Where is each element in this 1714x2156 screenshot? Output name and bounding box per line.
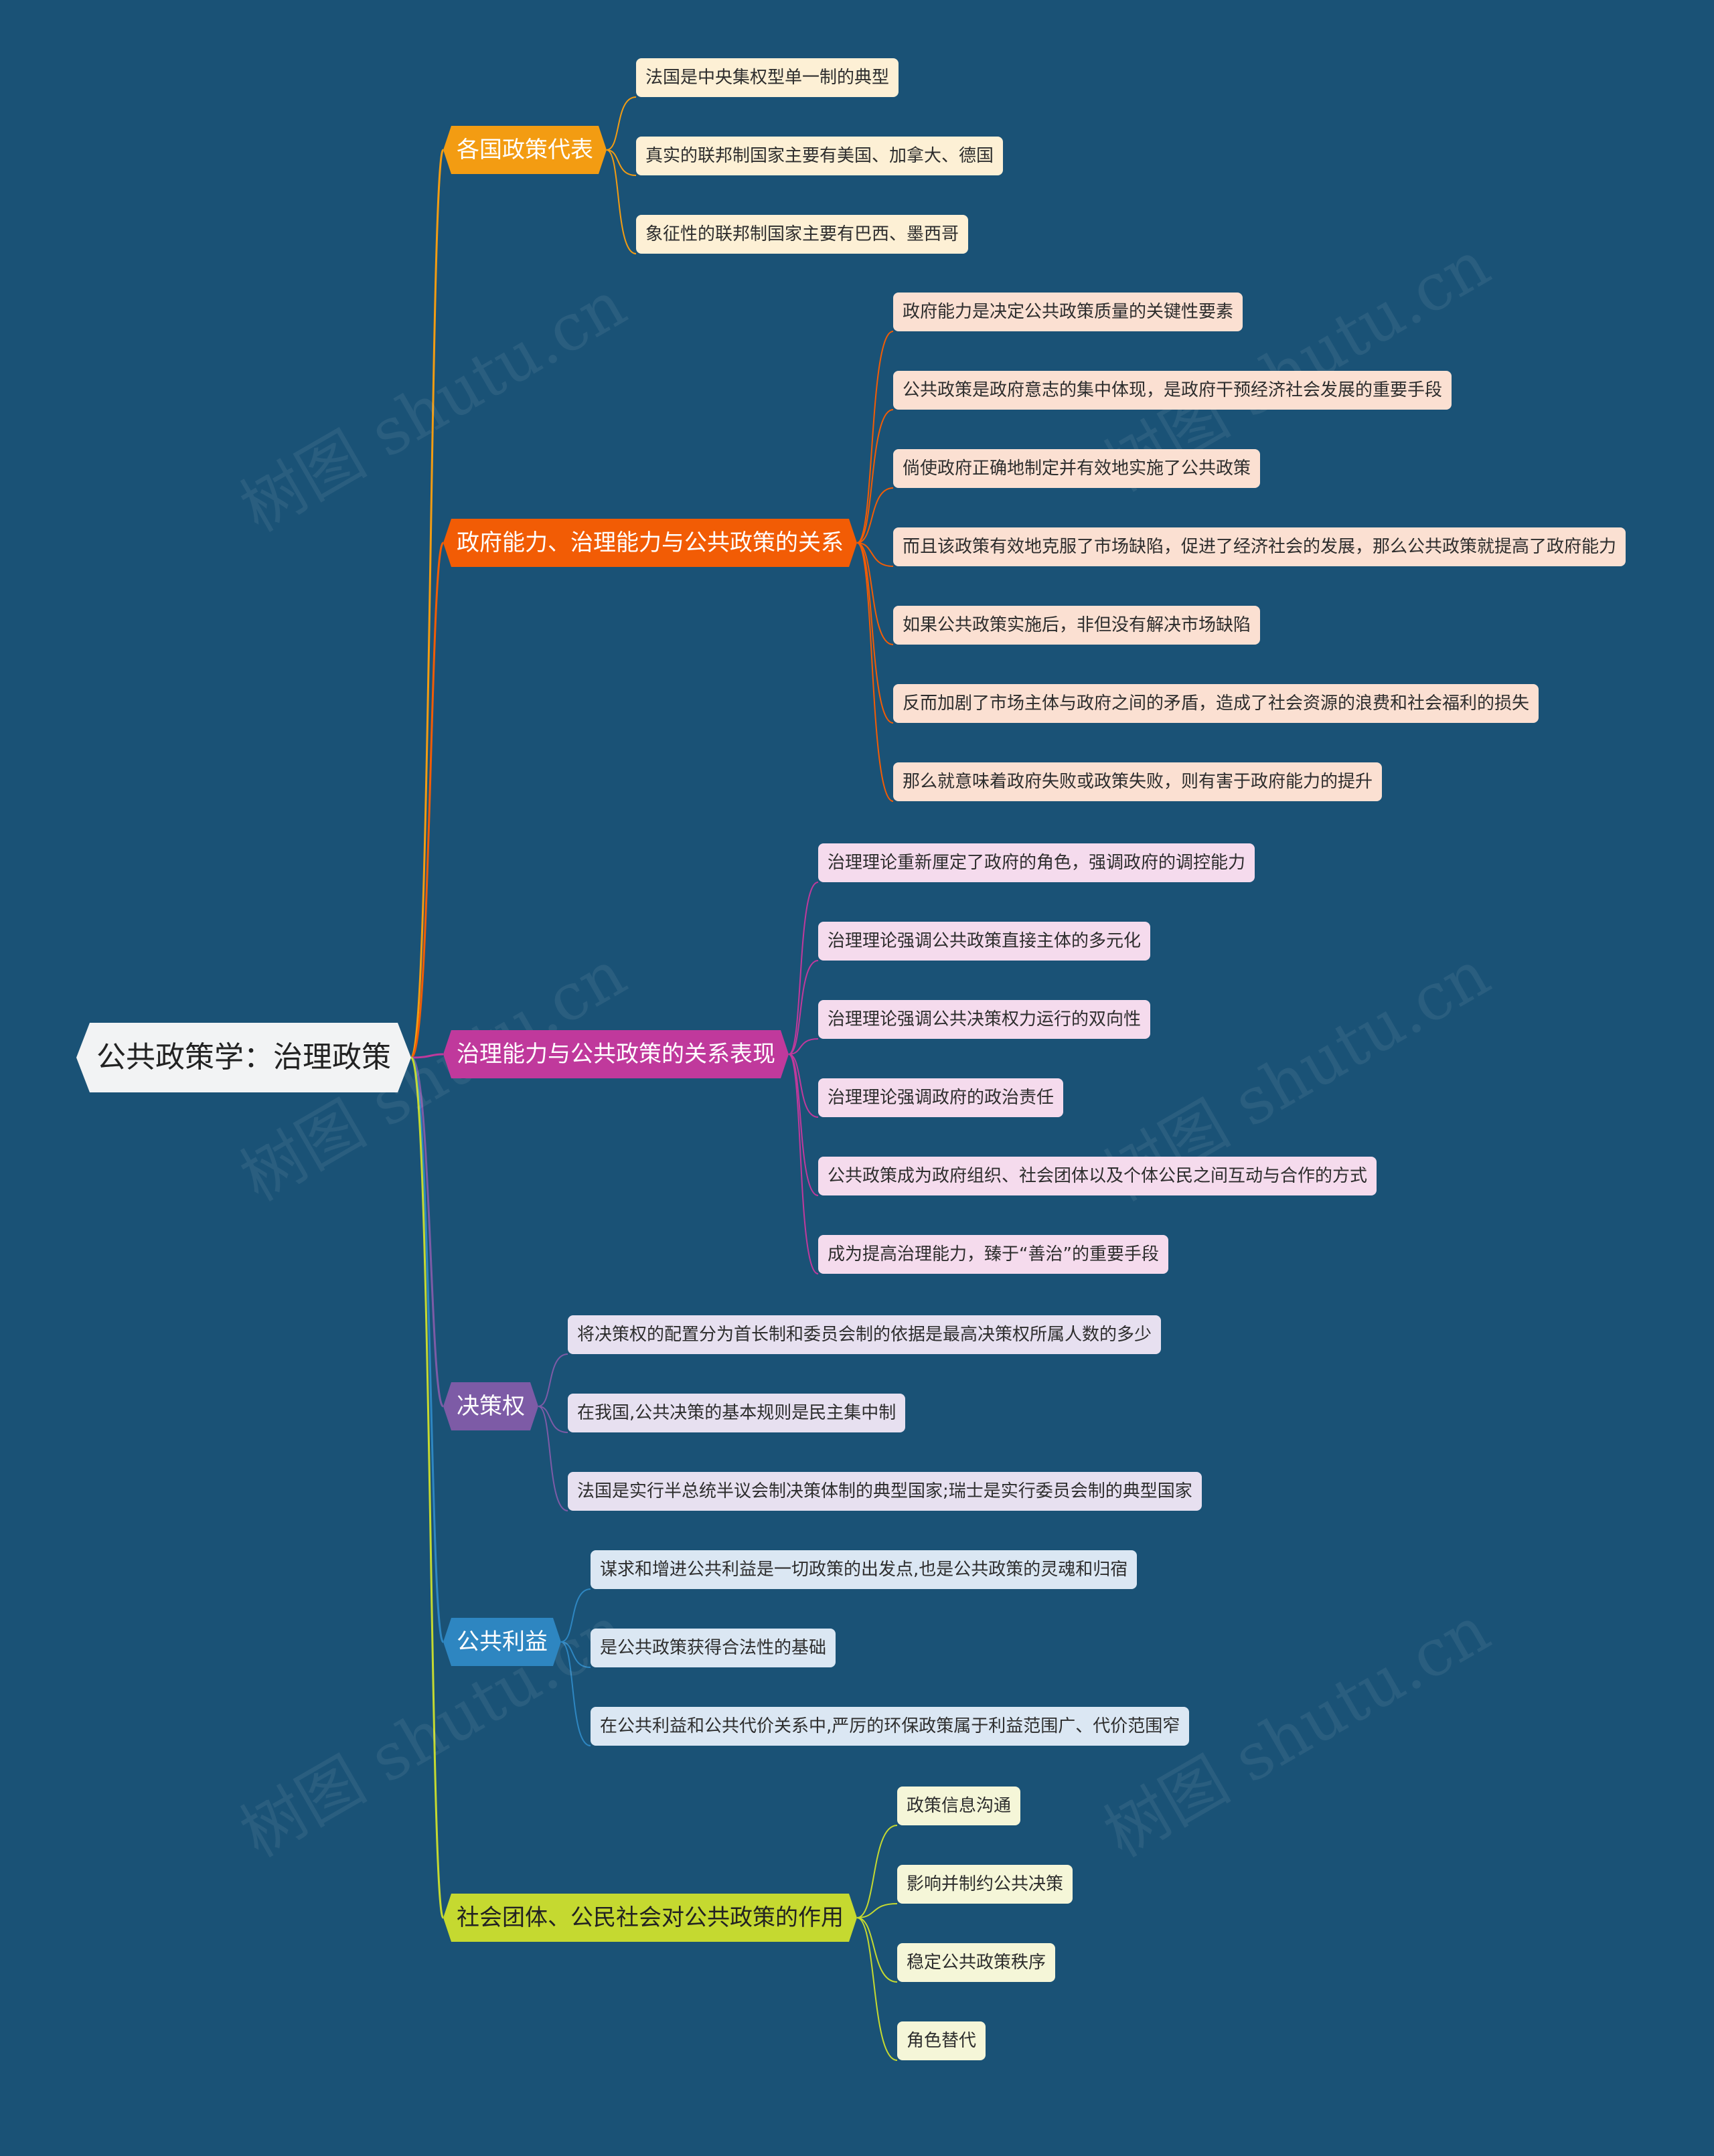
leaf-topic[interactable]: 在我国,公共决策的基本规则是民主集中制 — [568, 1394, 906, 1432]
leaf-connector — [538, 1406, 568, 1433]
root-topic[interactable]: 公共政策学：治理政策 — [76, 1023, 411, 1092]
leaf-topic[interactable]: 角色替代 — [897, 2021, 986, 2060]
leaf-topic[interactable]: 谋求和增进公共利益是一切政策的出发点,也是公共政策的灵魂和归宿 — [591, 1550, 1138, 1589]
branch-connector — [410, 542, 445, 1059]
leaf-topic[interactable]: 如果公共政策实施后，非但没有解决市场缺陷 — [893, 606, 1261, 645]
leaf-topic[interactable]: 政府能力是决定公共政策质量的关键性要素 — [893, 293, 1243, 331]
leaf-topic[interactable]: 真实的联邦制国家主要有美国、加拿大、德国 — [636, 137, 1004, 175]
branch-topic[interactable]: 公共利益 — [443, 1618, 561, 1666]
branch-topic[interactable]: 决策权 — [443, 1382, 538, 1430]
leaf-connector — [856, 1825, 898, 1918]
leaf-connector — [788, 1038, 819, 1055]
leaf-topic[interactable]: 在公共利益和公共代价关系中,严厉的环保政策属于利益范围广、代价范围窄 — [591, 1707, 1190, 1746]
leaf-connector — [788, 1054, 819, 1118]
leaf-connector — [856, 331, 894, 544]
leaf-connector — [856, 1917, 898, 2061]
leaf-connector — [856, 542, 894, 724]
leaf-connector — [788, 1054, 819, 1274]
leaf-topic[interactable]: 治理理论重新厘定了政府的角色，强调政府的调控能力 — [818, 843, 1255, 882]
leaf-topic[interactable]: 而且该政策有效地克服了市场缺陷，促进了经济社会的发展，那么公共政策就提高了政府能… — [893, 527, 1626, 566]
leaf-topic[interactable]: 治理理论强调政府的政治责任 — [818, 1078, 1064, 1117]
branch-topic[interactable]: 治理能力与公共政策的关系表现 — [443, 1030, 789, 1078]
branch-topic[interactable]: 各国政策代表 — [443, 126, 607, 174]
leaf-topic[interactable]: 治理理论强调公共决策权力运行的双向性 — [818, 1000, 1151, 1039]
leaf-connector — [856, 1903, 898, 1918]
leaf-connector — [856, 542, 894, 802]
leaf-connector — [856, 487, 894, 544]
leaf-connector — [856, 409, 894, 544]
leaf-topic[interactable]: 象征性的联邦制国家主要有巴西、墨西哥 — [636, 215, 969, 254]
leaf-topic[interactable]: 影响并制约公共决策 — [897, 1865, 1073, 1904]
leaf-topic[interactable]: 是公共政策获得合法性的基础 — [591, 1629, 836, 1667]
branch-connector — [410, 149, 445, 1059]
leaf-topic[interactable]: 法国是实行半总统半议会制决策体制的典型国家;瑞士是实行委员会制的典型国家 — [568, 1472, 1202, 1511]
leaf-connector — [856, 542, 894, 645]
leaf-connector — [560, 1641, 591, 1668]
leaf-topic[interactable]: 成为提高治理能力，臻于“善治”的重要手段 — [818, 1235, 1168, 1274]
leaf-topic[interactable]: 公共政策成为政府组织、社会团体以及个体公民之间互动与合作的方式 — [818, 1157, 1377, 1195]
leaf-topic[interactable]: 政策信息沟通 — [897, 1787, 1021, 1825]
branch-connector — [410, 1056, 445, 1408]
leaf-topic[interactable]: 稳定公共政策秩序 — [897, 1943, 1056, 1982]
leaf-connector — [606, 149, 637, 176]
leaf-topic[interactable]: 倘使政府正确地制定并有效地实施了公共政策 — [893, 449, 1261, 488]
leaf-topic[interactable]: 治理理论强调公共政策直接主体的多元化 — [818, 922, 1151, 961]
leaf-connector — [788, 960, 819, 1055]
branch-topic[interactable]: 政府能力、治理能力与公共政策的关系 — [443, 519, 857, 567]
branch-topic[interactable]: 社会团体、公民社会对公共政策的作用 — [443, 1894, 857, 1942]
leaf-topic[interactable]: 那么就意味着政府失败或政策失败，则有害于政府能力的提升 — [893, 762, 1383, 801]
leaf-connector — [856, 1917, 898, 1983]
leaf-connector — [560, 1588, 591, 1643]
branch-connector — [410, 1056, 445, 1919]
leaf-topic[interactable]: 法国是中央集权型单一制的典型 — [636, 58, 899, 97]
leaf-connector — [856, 542, 894, 567]
leaf-connector — [606, 96, 637, 151]
leaf-topic[interactable]: 反而加剧了市场主体与政府之间的矛盾，造成了社会资源的浪费和社会福利的损失 — [893, 684, 1539, 723]
leaf-connector — [788, 882, 819, 1055]
leaf-connector — [606, 149, 637, 254]
leaf-topic[interactable]: 公共政策是政府意志的集中体现，是政府干预经济社会发展的重要手段 — [893, 371, 1452, 410]
branch-connector — [410, 1056, 445, 1643]
leaf-topic[interactable]: 将决策权的配置分为首长制和委员会制的依据是最高决策权所属人数的多少 — [568, 1315, 1162, 1354]
leaf-connector — [538, 1353, 568, 1407]
leaf-connector — [538, 1406, 568, 1511]
leaf-connector — [788, 1054, 819, 1196]
branch-connector — [410, 1053, 444, 1059]
leaf-connector — [560, 1641, 591, 1746]
